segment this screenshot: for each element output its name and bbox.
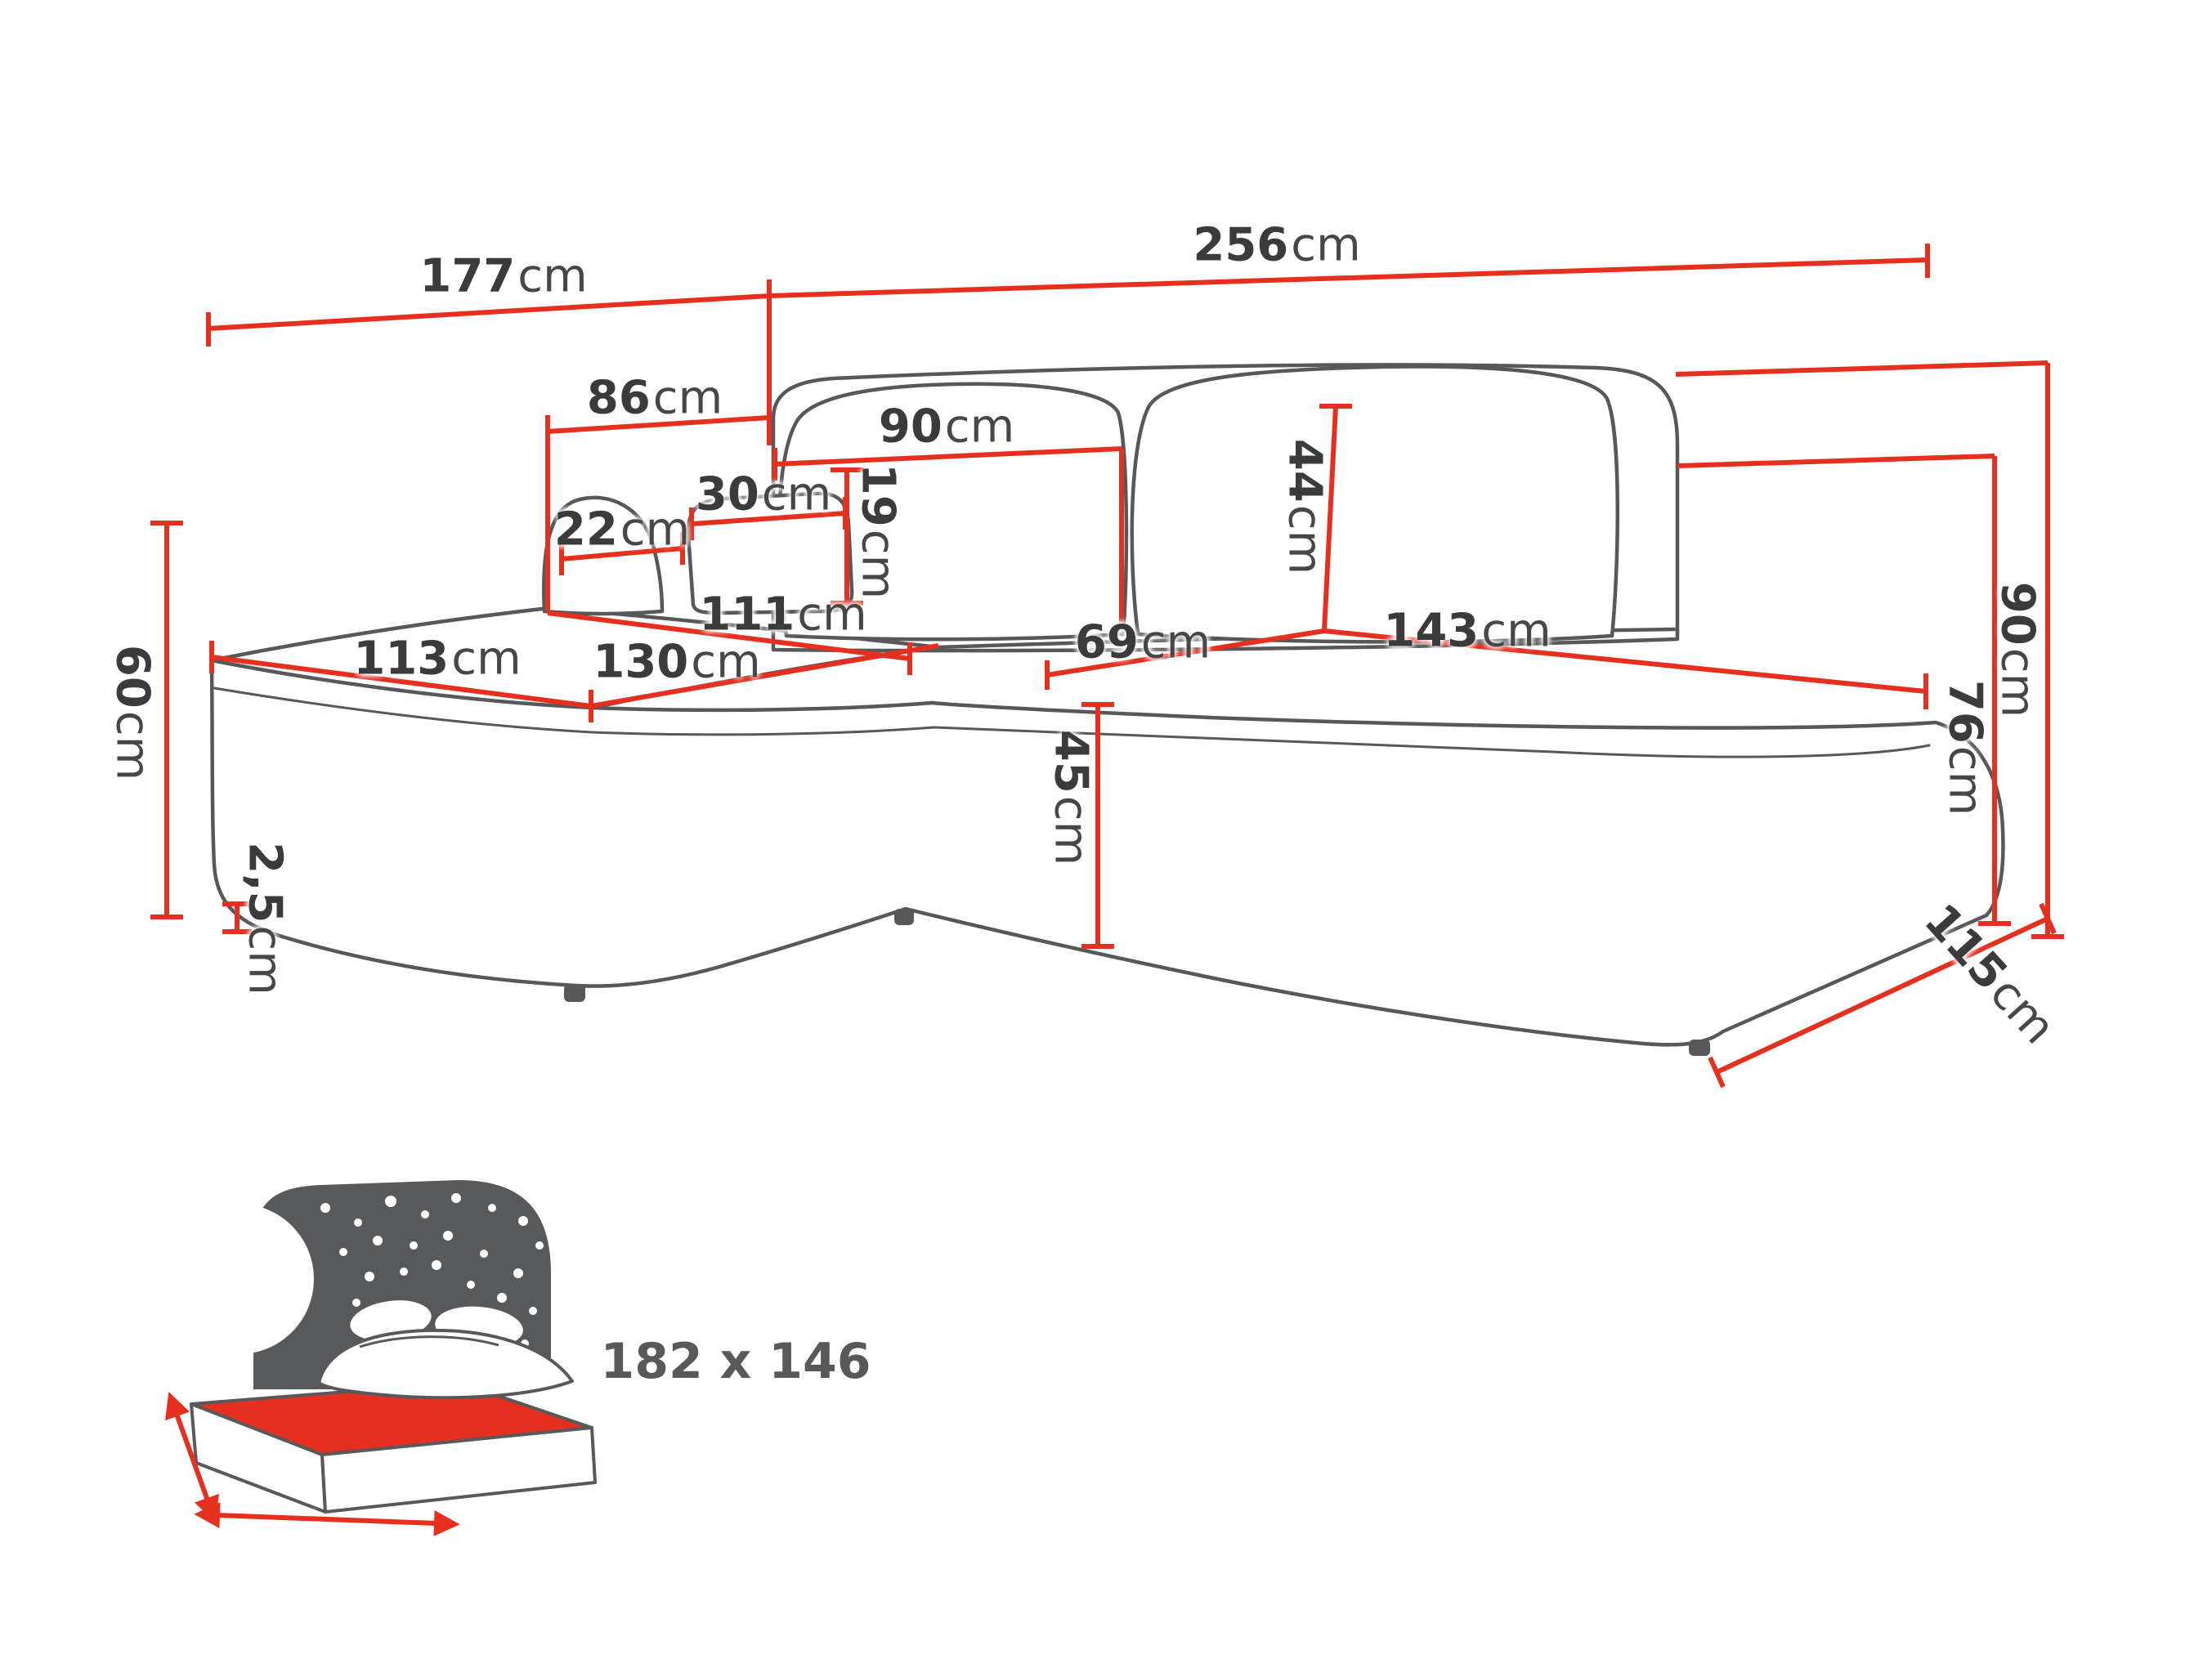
- dimension-label-90-height: 90cm: [1991, 582, 2044, 718]
- dimension-value: 69: [1074, 615, 1139, 669]
- leg: [564, 984, 585, 1002]
- dim-line-22: [561, 546, 683, 561]
- dim-line-44: [1322, 405, 1338, 632]
- dim-line-115: [1715, 916, 2049, 1075]
- dimension-value: 130: [593, 635, 689, 689]
- dim-extension: [1675, 360, 2049, 377]
- dimension-value: 113: [353, 632, 450, 686]
- dimension-label-113: 113cm: [353, 633, 521, 686]
- dimension-label-177: 177cm: [419, 250, 587, 303]
- depth-arrow-icon: [174, 1412, 210, 1502]
- dimension-label-45: 45cm: [1045, 730, 1098, 865]
- sofa-drawing: [209, 363, 2005, 1056]
- front-piping-line: [213, 686, 1931, 758]
- dimension-label-69: 69cm: [1075, 616, 1211, 669]
- dim-line-256: [768, 257, 1928, 298]
- dimension-unit: cm: [1291, 218, 1361, 272]
- back-cushion-right: [1130, 364, 1619, 644]
- dim-line-69: [1046, 628, 1325, 677]
- dimension-unit: cm: [797, 588, 867, 642]
- dimension-value: 76: [1938, 679, 1992, 744]
- dimension-value: 111: [699, 588, 795, 642]
- dimension-label-44: 44cm: [1278, 439, 1332, 575]
- dimension-value: 2,5: [238, 842, 292, 923]
- dimension-label-256: 256cm: [1193, 219, 1360, 272]
- stars-icon: [320, 1193, 544, 1368]
- dimension-value: 19: [851, 463, 905, 527]
- dimension-label-86: 86cm: [587, 372, 723, 425]
- dimension-unit: cm: [1140, 615, 1211, 669]
- dimension-unit: cm: [1938, 745, 1992, 816]
- dim-line-177: [208, 293, 770, 331]
- dimension-value: 30: [695, 467, 759, 521]
- dimension-label-90-back: 90cm: [879, 400, 1014, 454]
- dimension-unit: cm: [517, 249, 588, 303]
- dimension-value: 45: [1044, 729, 1098, 794]
- dimension-label-76: 76cm: [1939, 680, 1992, 816]
- arrowhead-icon: [433, 1510, 460, 1536]
- dimension-unit: cm: [944, 400, 1015, 454]
- size-arrows: [165, 1392, 460, 1536]
- dimension-unit: cm: [691, 635, 761, 689]
- moon-icon: [163, 1204, 314, 1354]
- dimension-value: 143: [1383, 604, 1480, 658]
- dimension-value: 60: [105, 644, 159, 709]
- sleeping-area-size: 182 x 146: [600, 1333, 871, 1390]
- dimension-label-22: 22cm: [554, 503, 690, 557]
- sofa-body: [209, 658, 2005, 1047]
- dimension-label-19: 19cm: [852, 463, 905, 599]
- leg: [894, 909, 914, 925]
- leg: [1689, 1040, 1710, 1056]
- dim-line-111: [547, 610, 911, 661]
- dimension-unit: cm: [1990, 647, 2044, 718]
- sleeping-function-icon: [163, 1180, 597, 1536]
- dimension-unit: cm: [652, 371, 723, 425]
- dim-line-143: [1323, 628, 1927, 694]
- dimension-unit: cm: [1044, 795, 1098, 866]
- dimension-value: 86: [586, 371, 651, 425]
- dim-line-113: [211, 655, 592, 709]
- dimension-lines: [150, 244, 2064, 1089]
- dimension-label-111: 111cm: [699, 588, 866, 642]
- duvet-fold: [359, 1335, 499, 1348]
- dimension-value: 256: [1193, 218, 1289, 272]
- dim-tick: [1708, 1056, 1726, 1089]
- dimension-value: 22: [553, 503, 618, 557]
- dim-tick: [2039, 902, 2057, 935]
- dimension-label-60: 60cm: [106, 645, 159, 780]
- dim-line-30: [691, 511, 846, 526]
- dim-line-90-back: [774, 446, 1122, 467]
- dim-extension: [1677, 454, 1995, 468]
- dimension-unit: cm: [761, 467, 832, 521]
- dimension-unit: cm: [620, 503, 691, 557]
- arrowhead-icon: [194, 1502, 221, 1528]
- dimension-unit: cm: [238, 925, 292, 995]
- dimension-label-143: 143cm: [1383, 605, 1551, 658]
- dimension-unit: cm: [1278, 504, 1332, 575]
- arrowhead-icon: [165, 1392, 190, 1421]
- dimension-unit: cm: [105, 710, 159, 781]
- dimension-value: 177: [419, 249, 516, 303]
- dim-line-86: [547, 415, 770, 434]
- legs: [564, 909, 1710, 1056]
- width-arrow-icon: [217, 1513, 437, 1526]
- chaise-left-edge: [209, 606, 552, 663]
- back-cushion-left: [777, 382, 1129, 642]
- dimension-value: 90: [1990, 581, 2044, 646]
- bed-base-front: [320, 1426, 597, 1514]
- dimension-label-30: 30cm: [696, 468, 831, 521]
- dimension-unit: cm: [1481, 604, 1552, 658]
- dimension-label-130: 130cm: [593, 636, 760, 689]
- bedding: [317, 1297, 574, 1400]
- dimension-value: 44: [1278, 438, 1332, 503]
- dimension-label-2-5: 2,5cm: [239, 842, 292, 995]
- duvet: [317, 1328, 574, 1400]
- dimension-unit: cm: [451, 632, 522, 686]
- dimension-value: 90: [878, 400, 943, 454]
